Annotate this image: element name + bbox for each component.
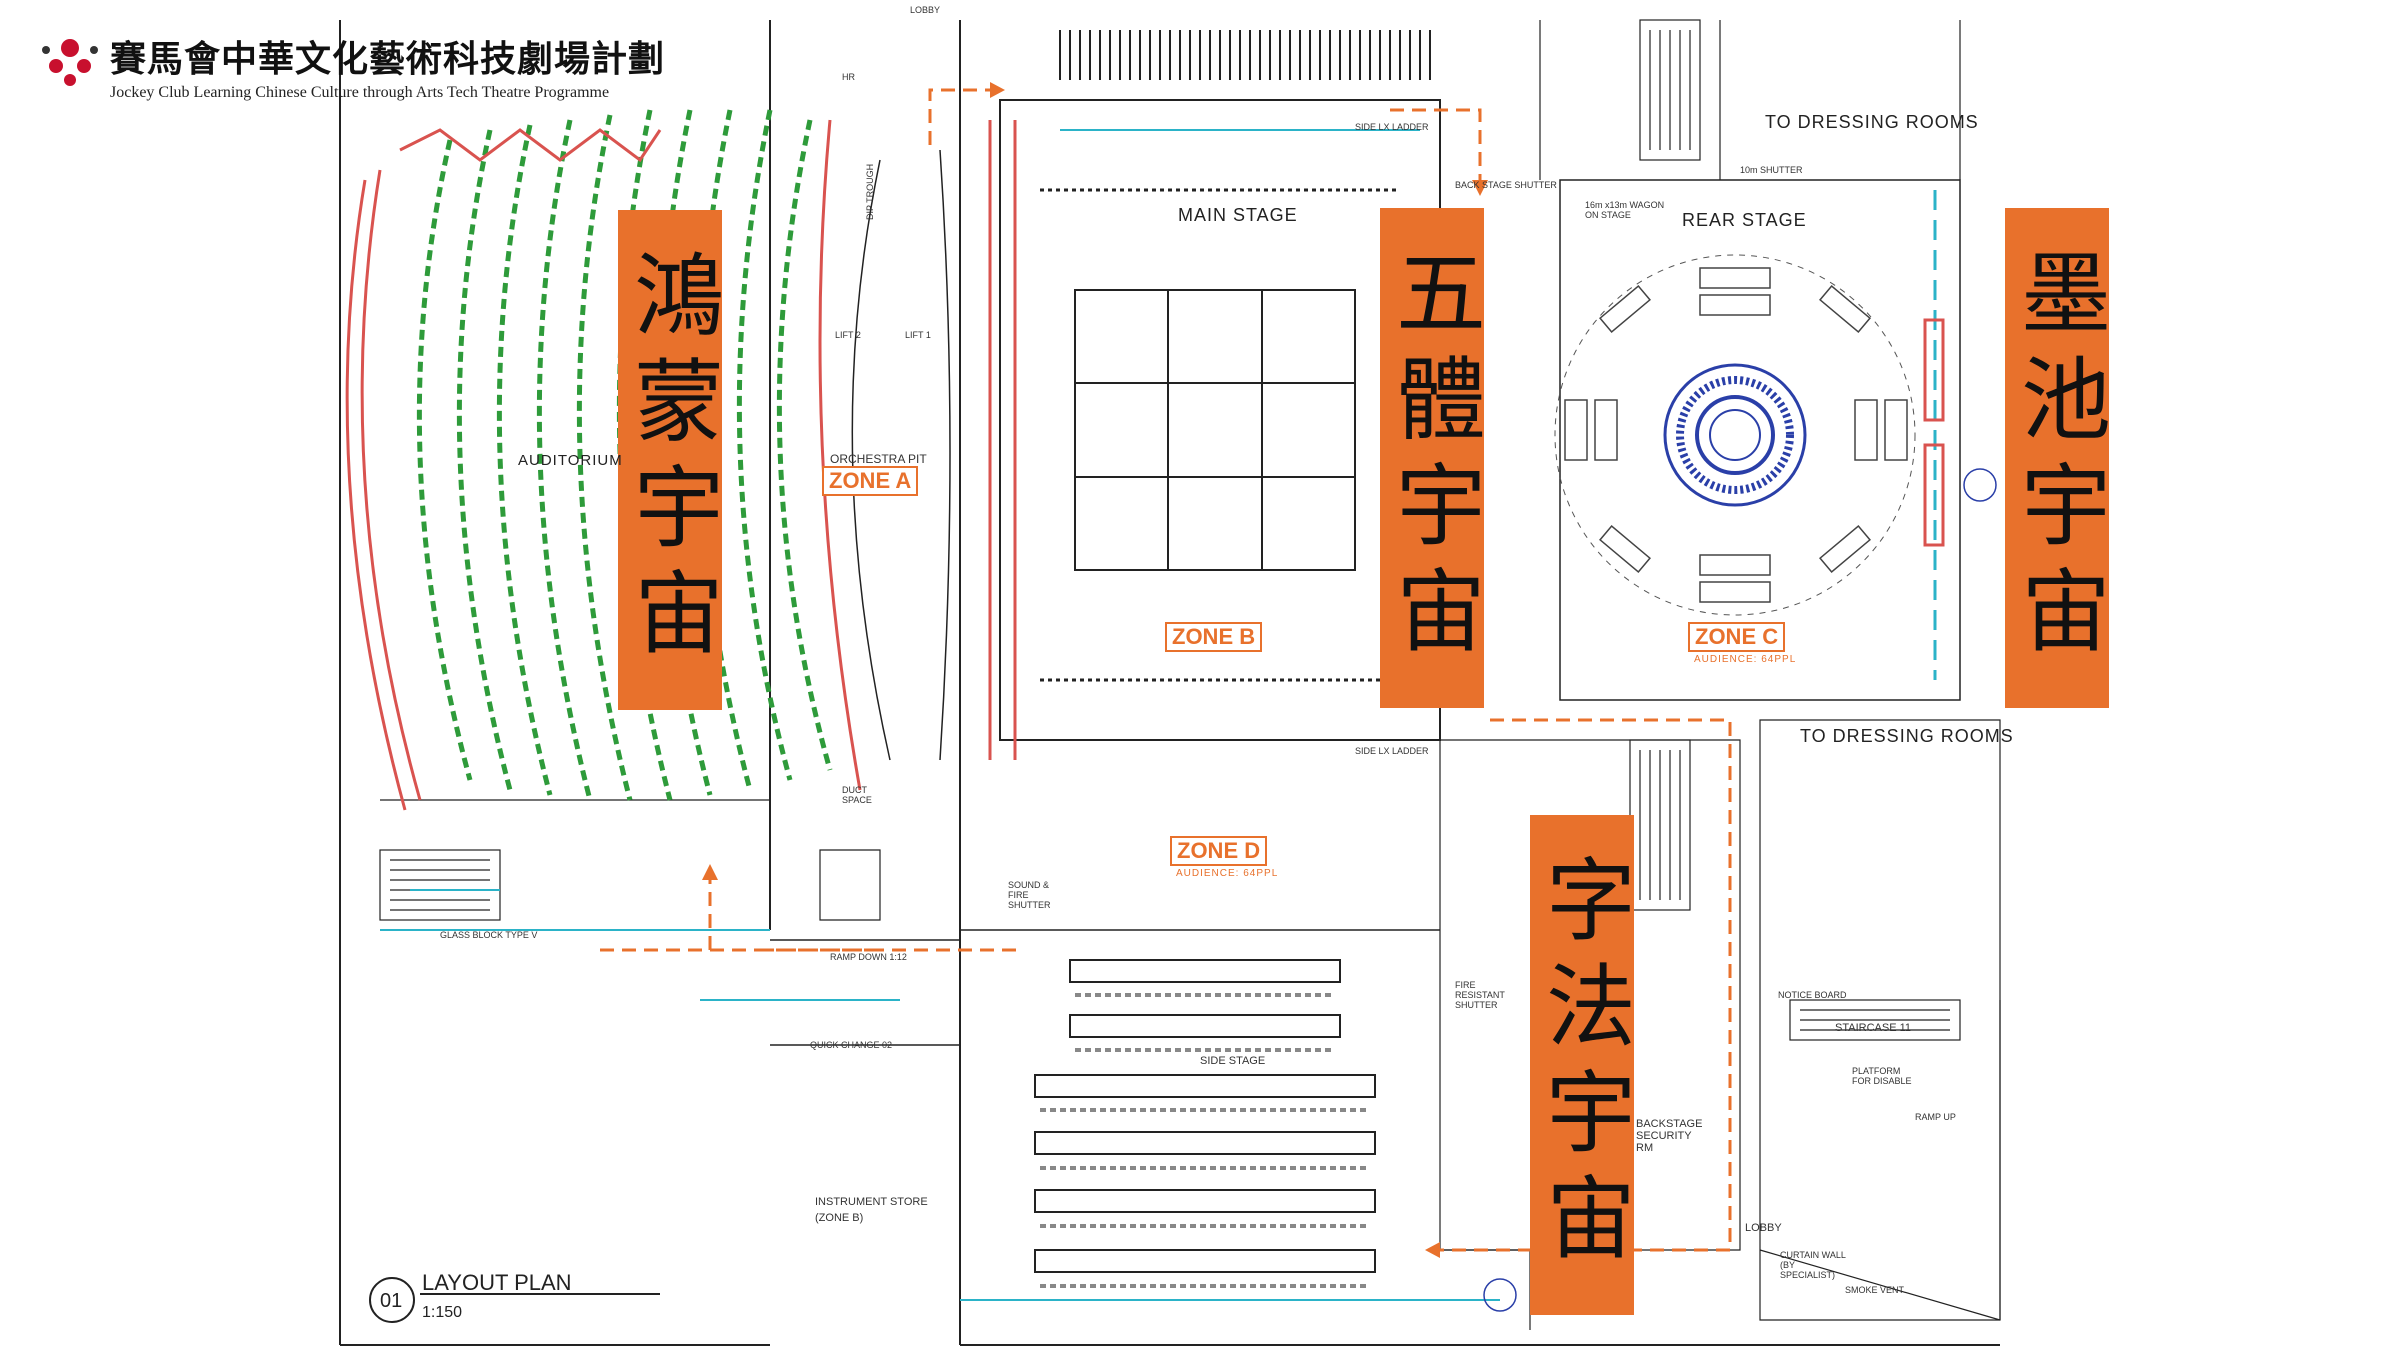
logo-mark-space <box>40 36 110 96</box>
smoke-vent-label: SMOKE VENT <box>1845 1285 1905 1295</box>
stage-edges <box>988 120 1420 760</box>
plan-title-marker <box>369 468 1997 1323</box>
logo-name-en: Jockey Club Learning Chinese Culture thr… <box>110 84 610 101</box>
logo-name-cn: 賽馬會中華文化藝術科技劇場計劃 <box>110 38 666 80</box>
zone-a-label: ZONE A <box>822 466 919 496</box>
main-stage-grid <box>1074 289 1356 571</box>
banner-hongmeng-text: 鴻蒙宇宙 <box>618 248 723 672</box>
rear-stage-circle <box>1554 254 1916 616</box>
curtain-wall-label: CURTAIN WALL (BY SPECIALIST) <box>1780 1250 1846 1280</box>
top-shutter-hatch <box>1059 30 1431 80</box>
notice-board-label: NOTICE BOARD <box>1778 990 1847 1000</box>
quick-change-label: QUICK CHANGE 02 <box>810 1040 893 1050</box>
route-arrowheads <box>702 82 1488 1258</box>
auditorium-label: AUDITORIUM <box>518 452 623 469</box>
plan-title: LAYOUT PLAN <box>422 1270 572 1295</box>
zone-d-label: ZONE D <box>1170 836 1268 866</box>
lift-1-label: LIFT 1 <box>905 330 931 340</box>
zone-c-audience: AUDIENCE: 64PPL <box>1694 654 1797 665</box>
lobby-label: LOBBY <box>1745 1222 1782 1234</box>
duct-space-label: DUCT SPACE <box>842 785 872 805</box>
ramp-down-label: RAMP DOWN 1:12 <box>830 952 907 962</box>
side-lx-bottom-label: SIDE LX LADDER <box>1355 746 1429 756</box>
zone-b-label: ZONE B <box>1165 622 1263 652</box>
banner-zifa-text: 字法宇宙 <box>1530 853 1635 1277</box>
instrument-store-zone-label: (ZONE B) <box>815 1212 864 1224</box>
banner-mochi: 墨池宇宙 <box>2005 208 2110 708</box>
rear-stage-label: REAR STAGE <box>1682 210 1807 230</box>
logo-text: 賽馬會中華文化藝術科技劇場計劃 Jockey Club Learning Chi… <box>110 30 665 102</box>
banner-hongmeng: 鴻蒙宇宙 <box>618 210 723 710</box>
staircase-label: STAIRCASE 11 <box>1835 1022 1912 1034</box>
plan-number: 01 <box>380 1290 403 1312</box>
lobby-top-label: LOBBY <box>910 5 941 15</box>
zone-a-caption: ORCHESTRA PIT <box>830 452 927 466</box>
zone-d-audience: AUDIENCE: 64PPL <box>1176 868 1279 879</box>
hr-label: HR <box>842 72 855 82</box>
dip-trough-label: DIP TROUGH <box>865 163 875 220</box>
fire-resistant-label: FIRE RESISTANT SHUTTER <box>1455 980 1505 1010</box>
banner-zifa: 字法宇宙 <box>1530 815 1635 1315</box>
to-dressing-rooms-top: TO DRESSING ROOMS <box>1765 112 1979 132</box>
zone-c-label: ZONE C <box>1688 622 1786 652</box>
banner-mochi-text: 墨池宇宙 <box>2005 246 2110 670</box>
logo: 賽馬會中華文化藝術科技劇場計劃 Jockey Club Learning Chi… <box>40 30 665 102</box>
glass-block-label: GLASS BLOCK TYPE V <box>440 930 538 940</box>
to-dressing-rooms-mid: TO DRESSING ROOMS <box>1800 726 2014 746</box>
platform-label: PLATFORM FOR DISABLE <box>1852 1066 1912 1086</box>
orchestra-pit <box>851 140 961 770</box>
plan-scale: 1:150 <box>422 1304 463 1321</box>
auditorium-walls <box>345 119 862 811</box>
backstage-security-label: BACKSTAGE SECURITY RM <box>1636 1118 1703 1154</box>
side-stage-label: SIDE STAGE <box>1200 1055 1266 1067</box>
accessibility-lines <box>380 889 1500 1301</box>
wagon-label: 16m x13m WAGON ON STAGE <box>1585 200 1665 220</box>
side-stage-seat-dots <box>1040 993 1370 1288</box>
rear-stage-right-wall <box>1923 190 1945 680</box>
shutter-10m-label: 10m SHUTTER <box>1740 165 1803 175</box>
building-outline <box>339 20 2001 1346</box>
back-stage-shutter-label: BACK STAGE SHUTTER <box>1455 180 1557 190</box>
instrument-store-label: INSTRUMENT STORE <box>815 1196 928 1208</box>
banner-wuti-text: 五體宇宙 <box>1380 246 1485 670</box>
rear-stage-seats <box>1564 267 1908 603</box>
fire-shutter-label: SOUND & FIRE SHUTTER <box>1008 880 1051 910</box>
logo-mark <box>42 39 98 86</box>
lift-2-label: LIFT 2 <box>835 330 861 340</box>
ramp-up-label: RAMP UP <box>1915 1112 1956 1122</box>
banner-wuti: 五體宇宙 <box>1380 208 1485 708</box>
side-stage-seating <box>1034 959 1376 1273</box>
side-lx-top-label: SIDE LX LADDER <box>1355 122 1429 132</box>
main-stage-label: MAIN STAGE <box>1178 205 1298 225</box>
